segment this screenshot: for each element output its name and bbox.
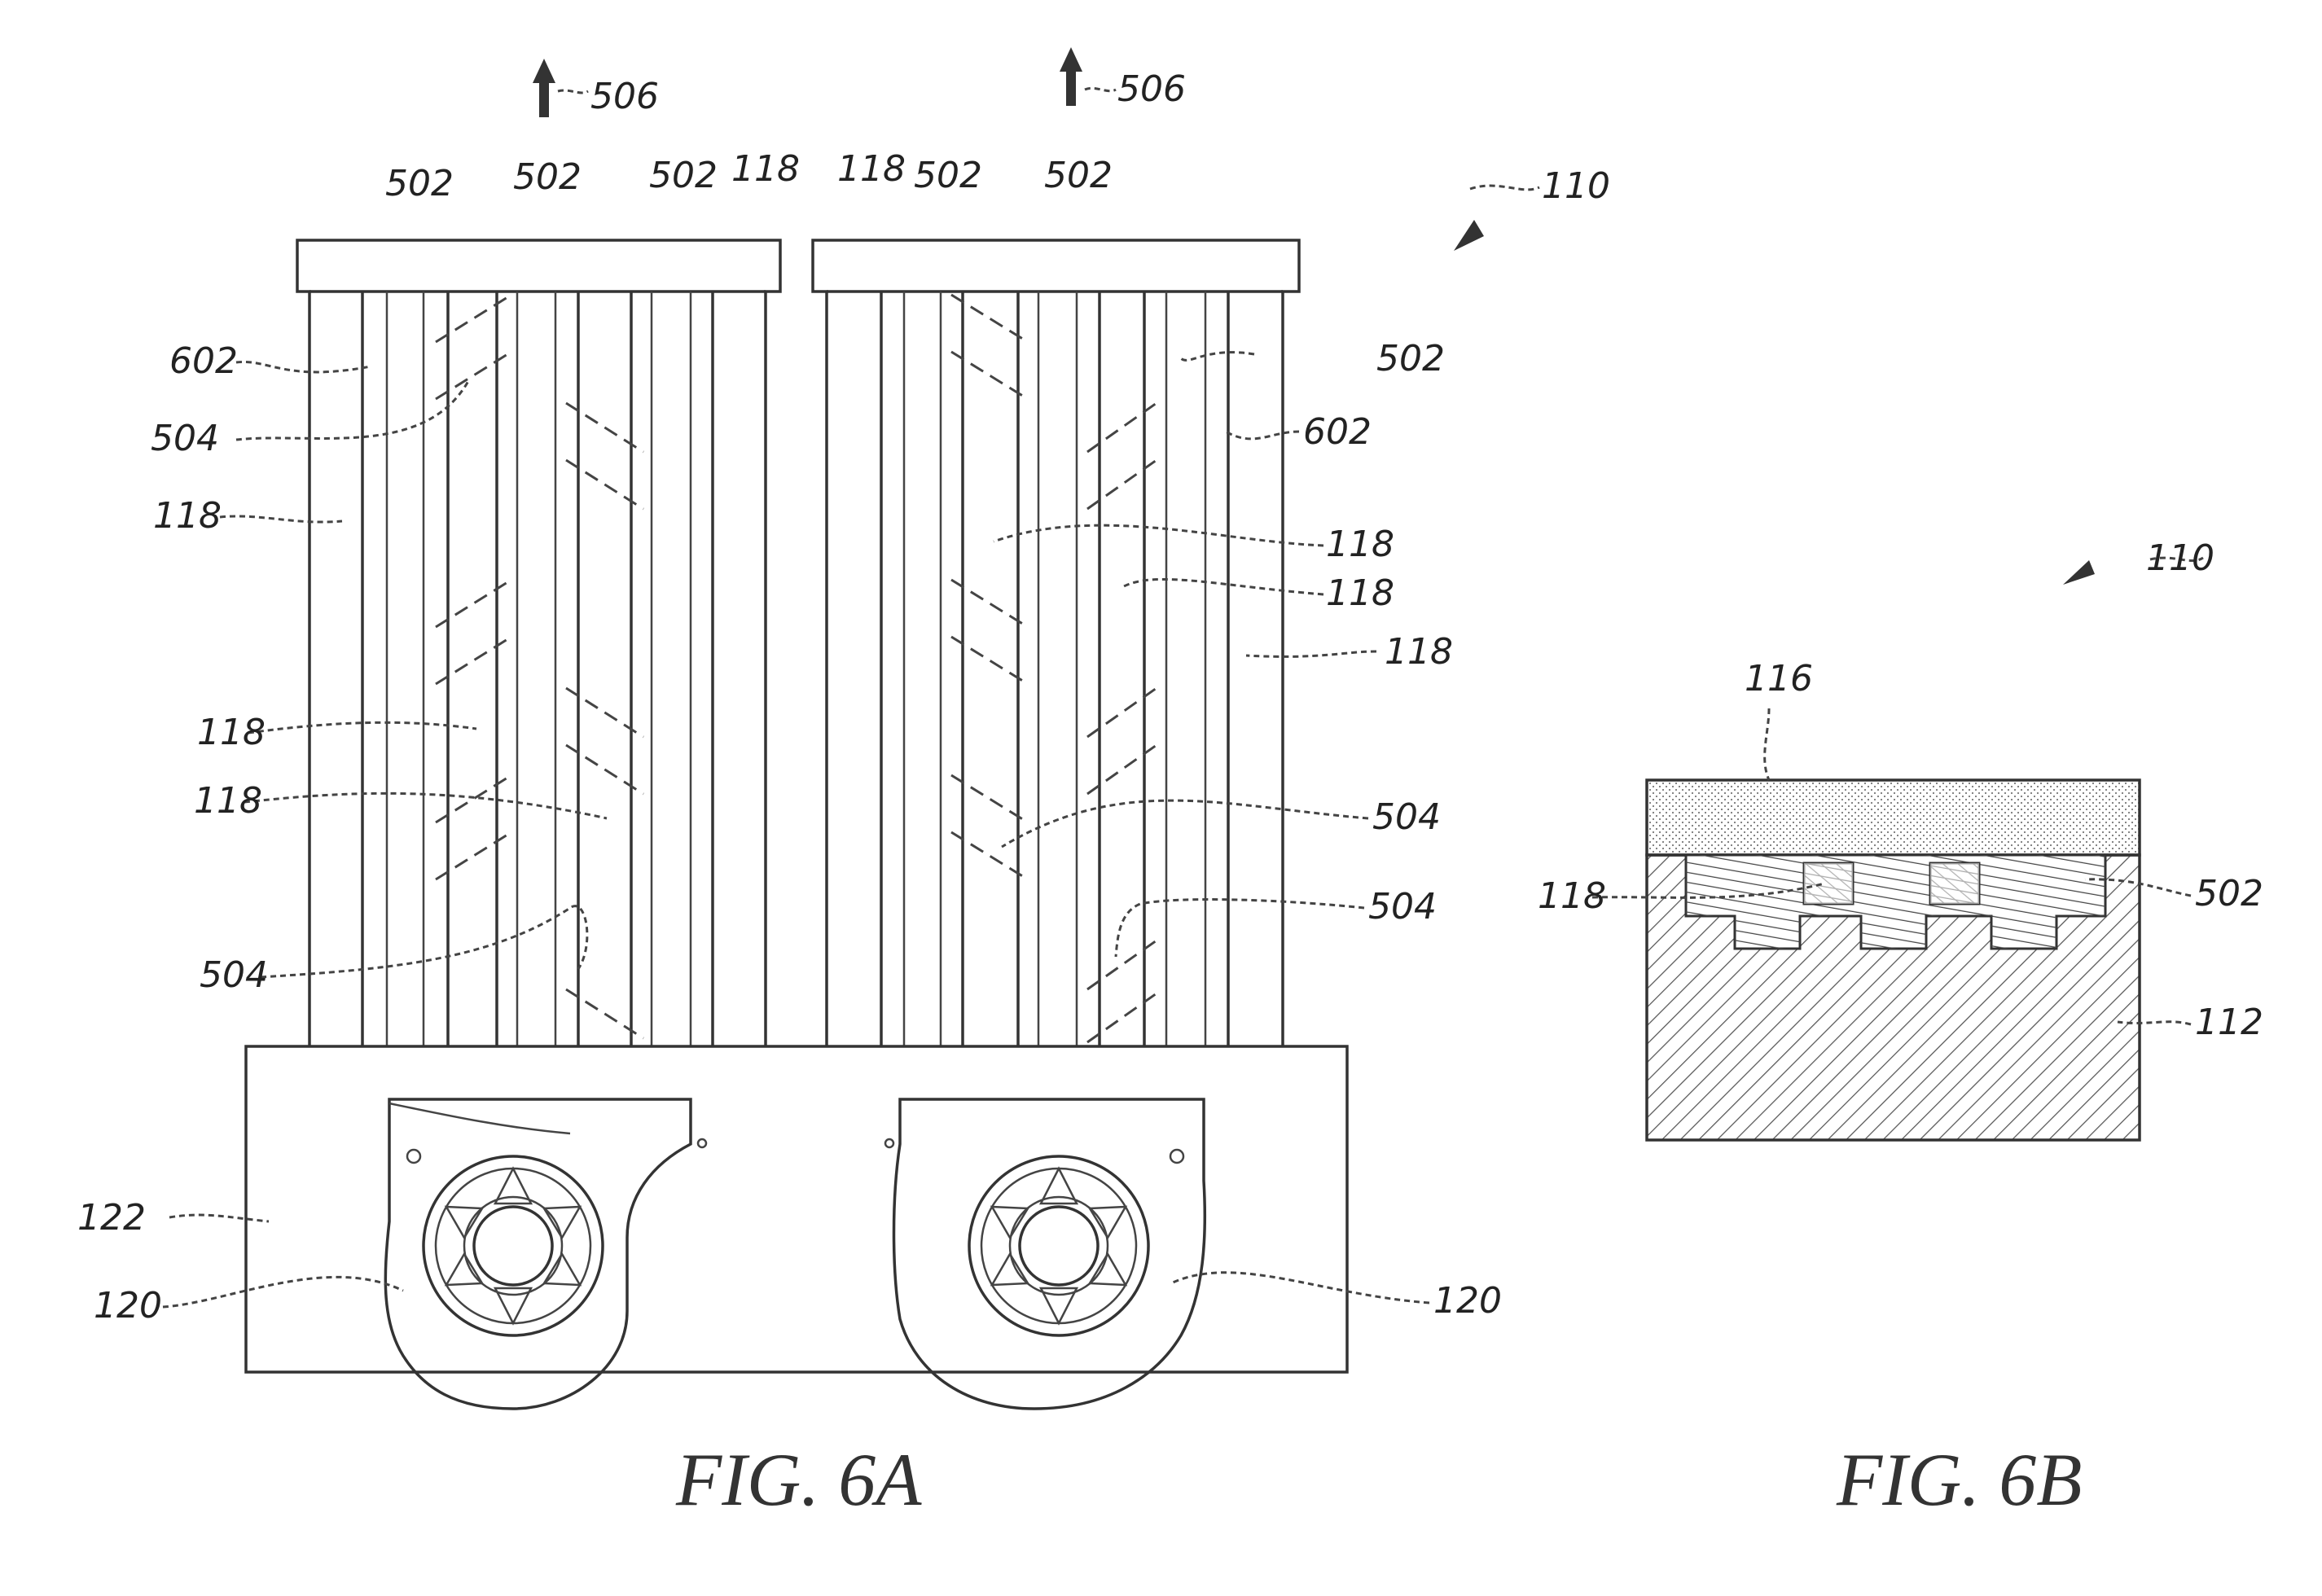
ref-110-fig6a: 110 [1542,165,1610,207]
blower-right [884,1098,1207,1410]
ref-506-left: 506 [590,76,659,117]
ref-110-fig6b: 110 [2146,537,2214,579]
heat-sink-right [811,239,1301,1046]
fig-6a-drawing [162,47,1540,1410]
blower-left [384,1098,708,1410]
leader-lines-6b [1591,556,2204,1026]
ref-602-left: 602 [169,340,238,382]
ref-118-right-3: 118 [1385,631,1453,673]
reference-numerals: 506 506 110 502 502 502 118 118 502 502 … [77,68,2263,1326]
ref-118-right-2: 118 [1326,572,1394,614]
airflow-arrow-left [533,59,555,117]
caption-fig-6a: FIG. 6A [675,1438,922,1521]
angled-fins [435,293,1157,1044]
reference-arrow-110a [1454,220,1484,251]
ref-602-right: 602 [1303,411,1372,453]
leader-lines-6a [162,86,1540,1309]
fig-6b-drawing [1591,556,2204,1142]
ref-122: 122 [77,1197,146,1239]
ref-502-fig6b: 502 [2195,873,2263,914]
ref-120-right: 120 [1433,1280,1502,1322]
ref-502-6: 502 [1376,338,1445,379]
ref-118-fig6b: 118 [1538,875,1606,917]
ref-506-right: 506 [1117,68,1186,110]
channel-118-right-fill [1930,863,1979,904]
ref-502-1: 502 [385,163,454,204]
ref-504-2: 504 [1372,796,1441,838]
heat-pipes-right [880,292,1230,1046]
base-plate-122 [244,1045,1349,1374]
ref-502-5: 502 [1044,155,1113,196]
layer-502-hatch [1686,855,2105,949]
ref-502-4: 502 [914,155,982,196]
ref-504-4: 504 [200,954,268,996]
reference-arrow-110b [2063,560,2095,585]
ref-118-left-1: 118 [153,495,222,537]
ref-120-left: 120 [94,1285,162,1326]
ref-118-right-1: 118 [1326,524,1394,565]
ref-504-3: 504 [1368,886,1437,927]
ref-504-1: 504 [151,418,219,459]
ref-118-left-2: 118 [197,712,266,753]
channel-118-left-fill [1804,863,1853,904]
ref-502-3: 502 [649,155,718,196]
ref-116: 116 [1745,658,1813,699]
ref-118-left-3: 118 [194,780,262,822]
caption-fig-6b: FIG. 6B [1836,1438,2082,1521]
ref-118-top-left: 118 [731,148,800,190]
layer-116 [1645,778,2141,857]
ref-502-2: 502 [513,156,582,198]
ref-112: 112 [2195,1002,2263,1043]
heat-sink-left [296,239,782,1046]
heat-pipes-left [361,292,714,1046]
airflow-arrow-right [1060,47,1082,106]
ref-118-top-right: 118 [837,148,906,190]
